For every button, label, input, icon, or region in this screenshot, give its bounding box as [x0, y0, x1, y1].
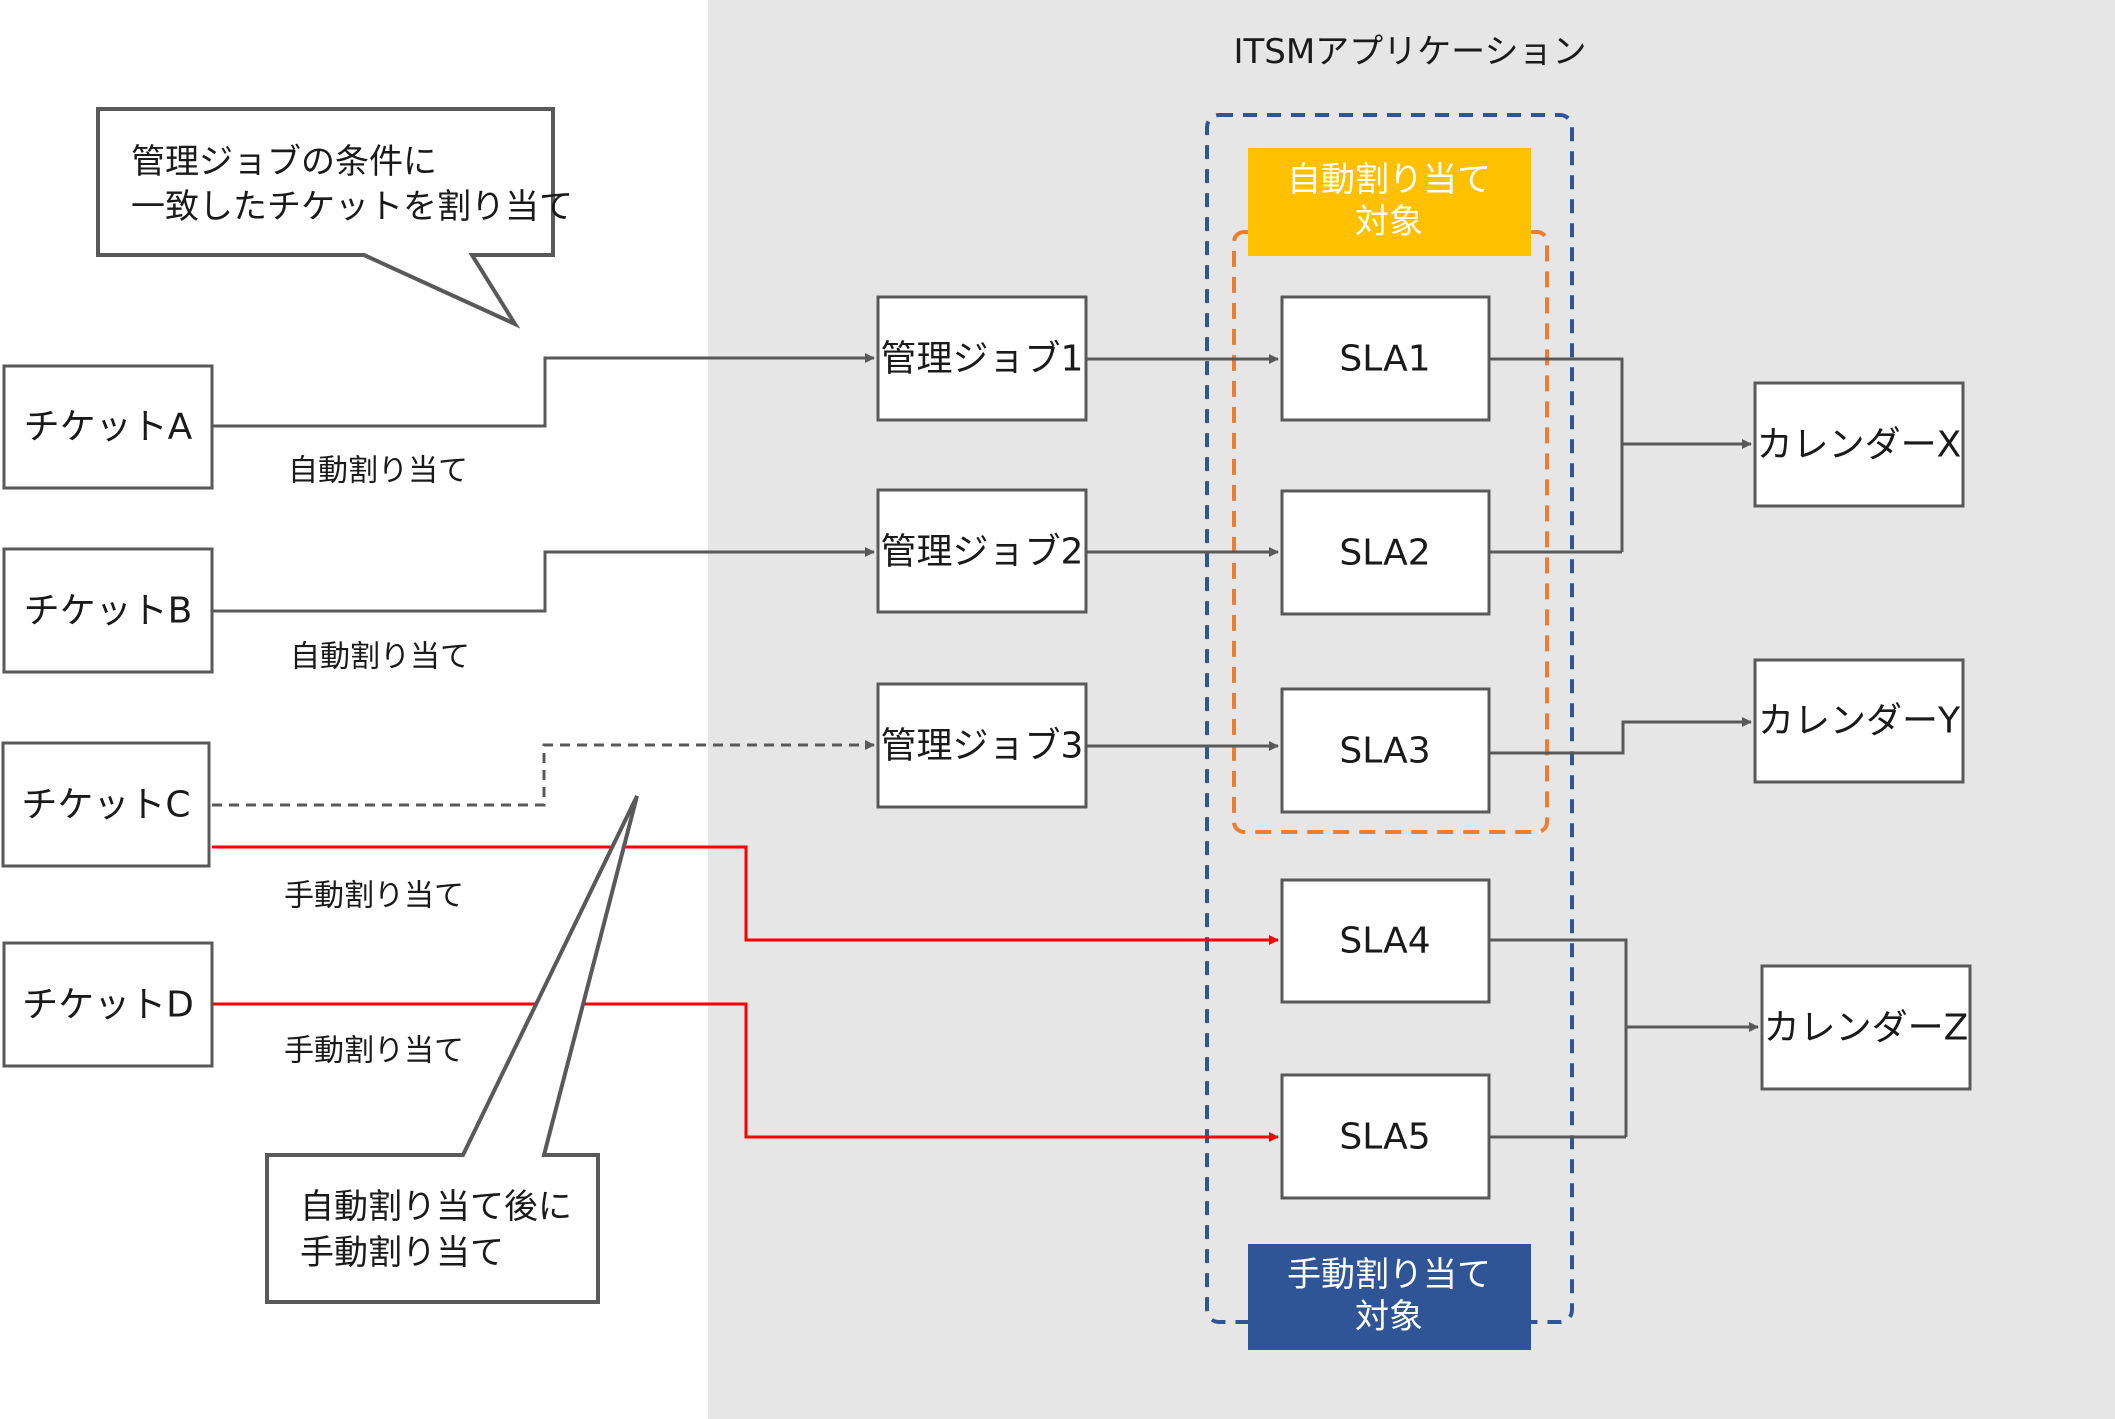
sla-5: SLA5 [1280, 1073, 1491, 1200]
sla-2: SLA2 [1280, 489, 1491, 616]
callout-manual-after-auto: 自動割り当て後に 手動割り当て [265, 795, 639, 1304]
sla-2-label: SLA2 [1339, 533, 1430, 574]
edge-label-auto-b: 自動割り当て [290, 640, 470, 675]
sla-4: SLA4 [1280, 878, 1491, 1004]
manual-target-line2: 対象 [1355, 1297, 1423, 1337]
auto-target-legend: 自動割り当て 対象 [1248, 148, 1531, 256]
edge-label-auto-a: 自動割り当て [288, 454, 468, 489]
sla-3: SLA3 [1280, 687, 1491, 814]
ticket-c: チケットC [1, 741, 211, 868]
callout-2-line2: 手動割り当て [300, 1233, 504, 1273]
link-ticket-c-job3 [212, 740, 875, 807]
auto-target-boundary [1232, 230, 1549, 834]
ticket-c-label: チケットC [21, 785, 190, 826]
manual-target-line1: 手動割り当て [1287, 1255, 1491, 1295]
manual-target-legend: 手動割り当て 対象 [1248, 1244, 1531, 1350]
sla-5-label: SLA5 [1339, 1117, 1430, 1158]
calendar-x: カレンダーX [1753, 381, 1965, 508]
ticket-b: チケットB [2, 547, 214, 674]
link-sla1-calendar-x [1489, 357, 1751, 554]
management-job-3: 管理ジョブ3 [876, 682, 1088, 809]
link-ticket-b-job2 [212, 547, 875, 613]
link-ticket-d-sla5 [212, 1002, 1279, 1142]
management-job-1: 管理ジョブ1 [876, 295, 1088, 422]
sla-3-label: SLA3 [1339, 731, 1430, 772]
calendar-z-label: カレンダーZ [1764, 1008, 1969, 1049]
calendar-y: カレンダーY [1753, 658, 1965, 784]
callout-2-line1: 自動割り当て後に [300, 1187, 572, 1227]
ticket-d-label: チケットD [22, 985, 194, 1026]
calendar-z: カレンダーZ [1760, 964, 1972, 1091]
ticket-d: チケットD [2, 941, 214, 1068]
edge-label-manual-d: 手動割り当て [284, 1034, 464, 1069]
itsm-application-title: ITSMアプリケーション [1233, 32, 1586, 72]
job-1-label: 管理ジョブ1 [881, 339, 1084, 380]
edge-label-manual-c: 手動割り当て [284, 879, 464, 914]
ticket-b-label: チケットB [24, 591, 193, 632]
ticket-a: チケットA [2, 364, 214, 490]
link-ticket-c-sla4 [212, 845, 1279, 945]
sla-1-label: SLA1 [1339, 339, 1430, 380]
sla-1: SLA1 [1280, 295, 1491, 422]
link-ticket-a-job1 [212, 353, 875, 428]
calendar-y-label: カレンダーY [1758, 701, 1961, 742]
job-3-label: 管理ジョブ3 [881, 726, 1084, 767]
sla-4-label: SLA4 [1339, 921, 1430, 962]
link-sla45-calendar-z [1489, 938, 1758, 1139]
auto-target-line2: 対象 [1355, 202, 1423, 242]
management-job-2: 管理ジョブ2 [876, 488, 1088, 614]
auto-target-line1: 自動割り当て [1287, 160, 1491, 200]
callout-1-line2: 一致したチケットを割り当て [131, 187, 573, 227]
link-sla3-calendar-y [1489, 717, 1752, 755]
callout-job-condition: 管理ジョブの条件に 一致したチケットを割り当て [96, 107, 573, 329]
calendar-x-label: カレンダーX [1757, 425, 1962, 466]
callout-1-line1: 管理ジョブの条件に [131, 142, 437, 182]
ticket-a-label: チケットA [24, 407, 193, 448]
job-2-label: 管理ジョブ2 [881, 532, 1084, 573]
